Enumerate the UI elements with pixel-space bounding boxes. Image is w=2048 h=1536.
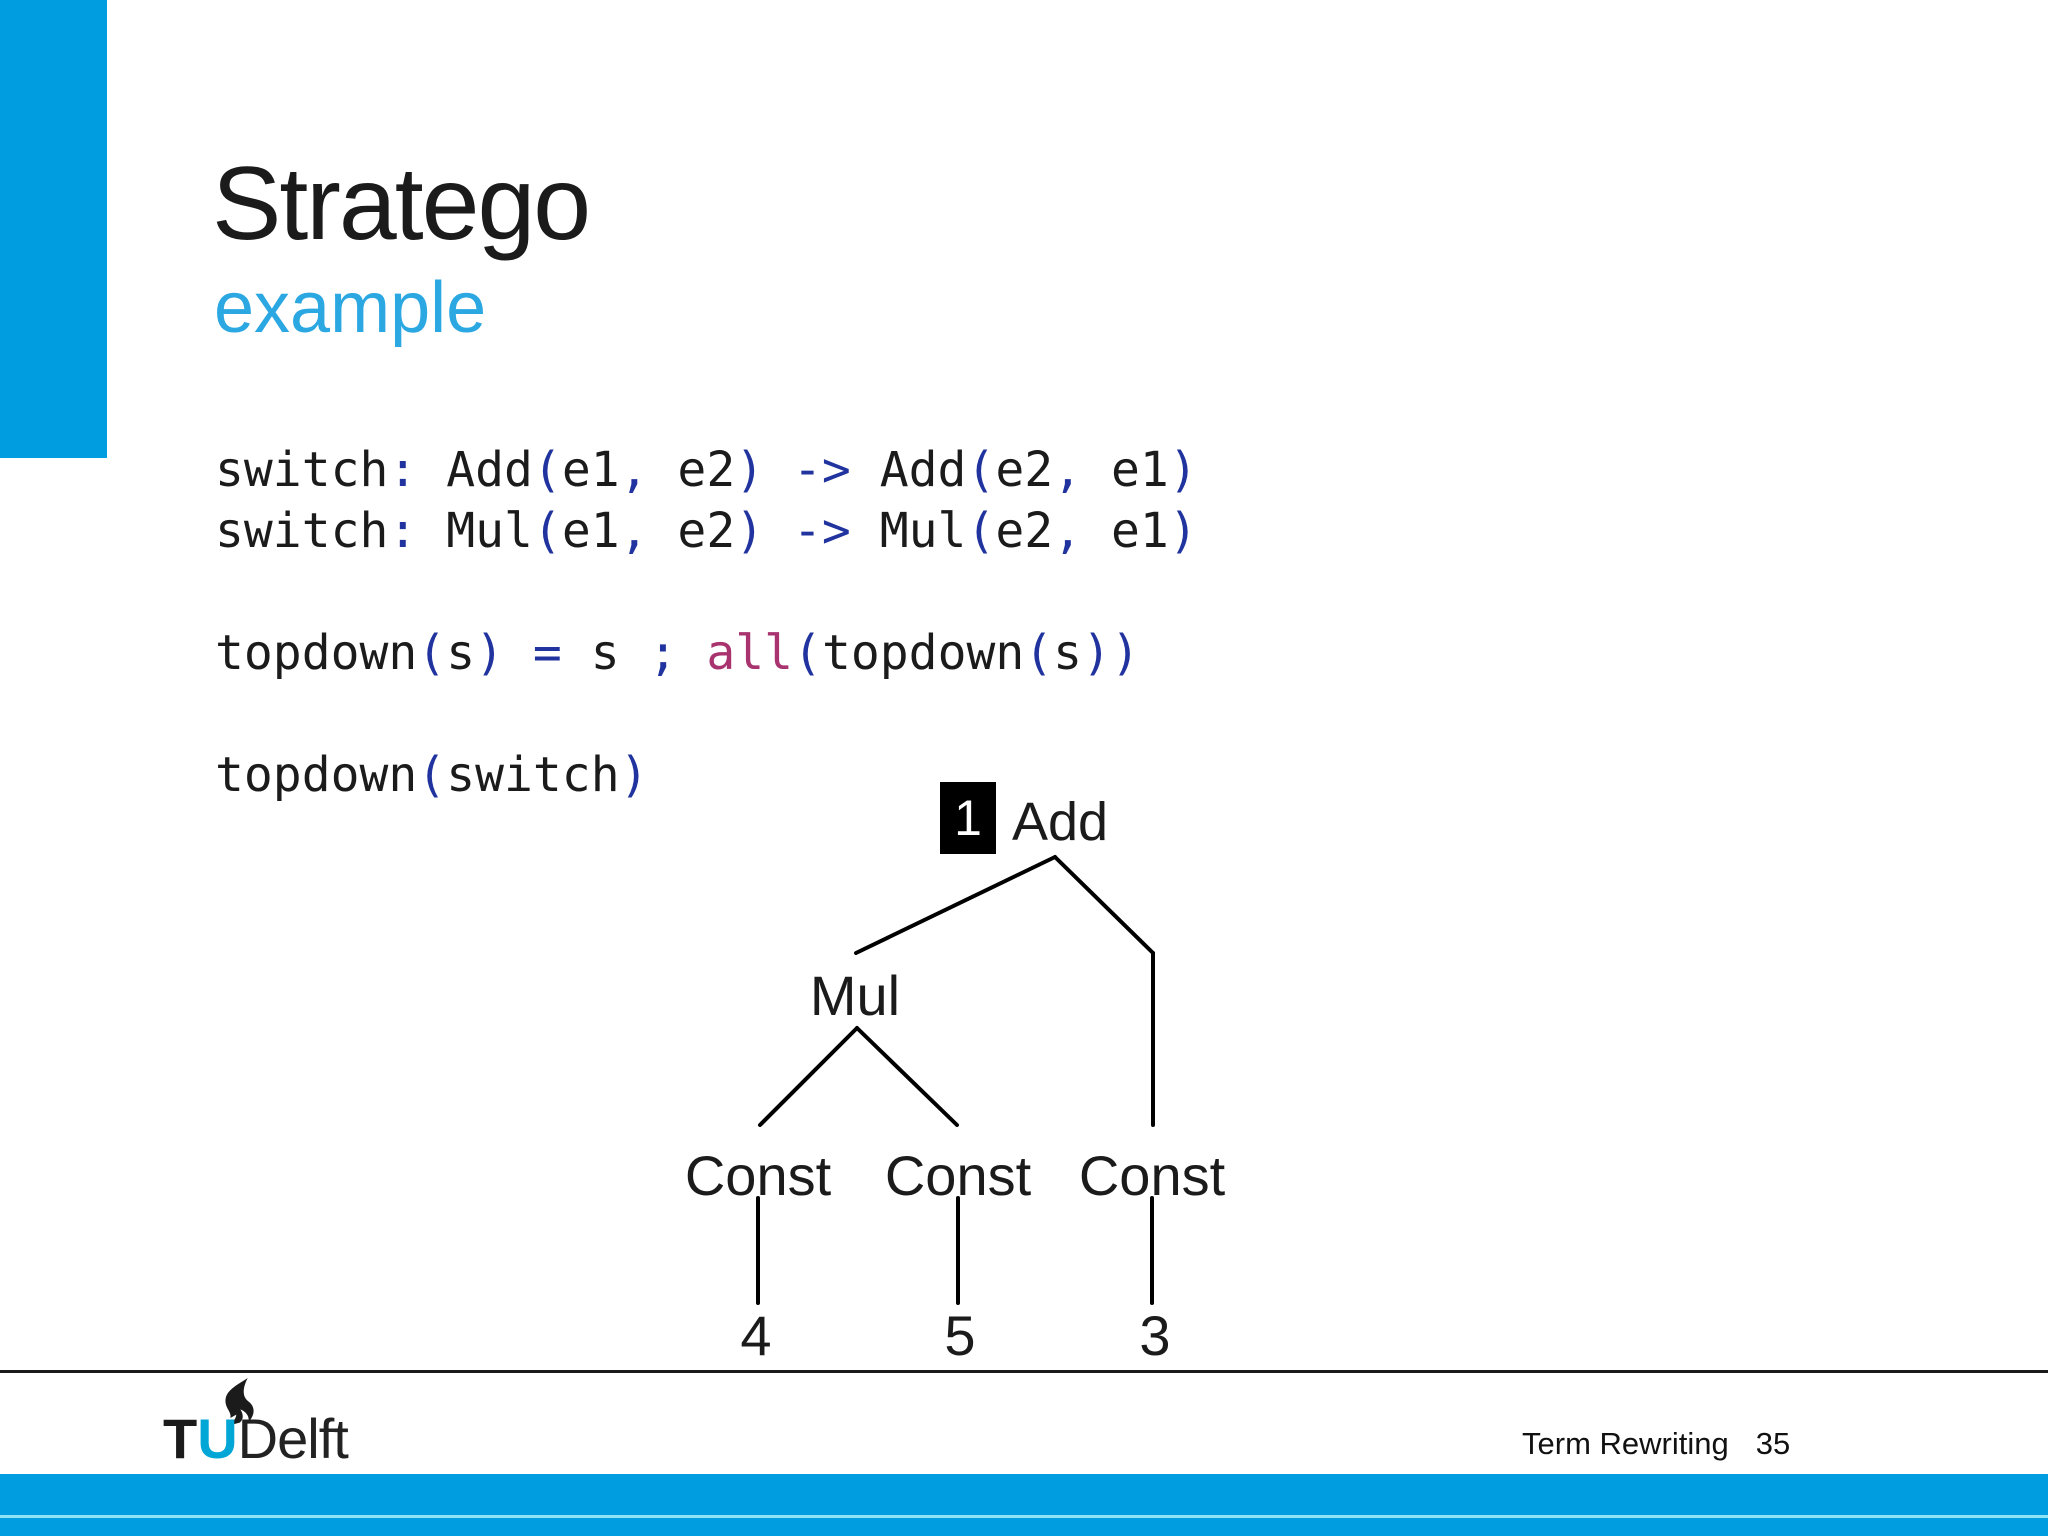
tree-leaf-value-1: 4 bbox=[740, 1304, 772, 1367]
code-token: switch bbox=[215, 442, 389, 498]
code-token: switch bbox=[446, 747, 620, 803]
code-token: ) bbox=[1168, 503, 1198, 559]
code-token: topdown bbox=[215, 747, 418, 803]
code-token: ) bbox=[735, 503, 765, 559]
code-token: , bbox=[1053, 503, 1083, 559]
code-token: = bbox=[532, 625, 562, 681]
code-token bbox=[649, 503, 678, 559]
edge-mul-const2 bbox=[855, 1026, 959, 1127]
code-token bbox=[417, 503, 446, 559]
code-line: switch: Add(e1, e2) -> Add(e2, e1) bbox=[215, 440, 1198, 501]
code-token: ) bbox=[619, 747, 649, 803]
code-token: topdown bbox=[821, 625, 1025, 681]
code-token: ) bbox=[1168, 442, 1198, 498]
code-token: , bbox=[619, 442, 649, 498]
code-token bbox=[764, 442, 793, 498]
code-token: all bbox=[706, 625, 794, 681]
code-token bbox=[764, 503, 793, 559]
code-token: ( bbox=[417, 625, 447, 681]
code-token: ( bbox=[966, 442, 996, 498]
code-token: ) bbox=[735, 442, 765, 498]
logo-letter-u: U bbox=[197, 1407, 238, 1470]
logo-letter-t: T bbox=[163, 1407, 198, 1470]
code-token: Add bbox=[879, 442, 967, 498]
flame-icon bbox=[225, 1378, 254, 1426]
accent-bar-bottom bbox=[0, 1474, 2048, 1536]
code-token: , bbox=[1053, 442, 1083, 498]
code-token: e1 bbox=[1110, 442, 1169, 498]
tree-node-const-1: Const bbox=[684, 1144, 832, 1207]
slide-subtitle: example bbox=[214, 268, 487, 348]
tu-delft-logo: TUDelft bbox=[163, 1378, 423, 1467]
code-token bbox=[851, 442, 880, 498]
tree-node-mul: Mul bbox=[809, 964, 901, 1027]
code-token: e2 bbox=[995, 442, 1054, 498]
accent-bar-left bbox=[0, 0, 107, 458]
tree-node-add: Add bbox=[1012, 792, 1109, 852]
code-token bbox=[504, 625, 533, 681]
code-token bbox=[677, 625, 706, 681]
code-token: topdown bbox=[215, 625, 418, 681]
code-token: s bbox=[446, 625, 476, 681]
code-token: ( bbox=[532, 503, 562, 559]
code-token: ; bbox=[648, 625, 678, 681]
code-token: e2 bbox=[677, 442, 736, 498]
tree-node-const-2: Const bbox=[884, 1144, 1032, 1207]
code-line: topdown(switch) bbox=[215, 745, 1198, 806]
code-token: ( bbox=[417, 747, 447, 803]
code-token: ( bbox=[793, 625, 822, 681]
tree-leaf-value-3: 3 bbox=[1139, 1304, 1171, 1367]
code-token: ) bbox=[475, 625, 505, 681]
code-token: Add bbox=[446, 442, 533, 498]
slide-title: Stratego bbox=[212, 146, 591, 262]
code-token: ( bbox=[1024, 625, 1054, 681]
code-line: switch: Mul(e1, e2) -> Mul(e2, e1) bbox=[215, 501, 1198, 562]
code-line bbox=[215, 562, 1198, 623]
code-token: ( bbox=[532, 442, 562, 498]
footer-divider bbox=[0, 1370, 2048, 1373]
code-token bbox=[417, 442, 446, 498]
code-token: e2 bbox=[995, 503, 1054, 559]
code-token: e1 bbox=[1110, 503, 1169, 559]
code-token: s bbox=[1053, 625, 1083, 681]
code-token: : bbox=[388, 442, 418, 498]
code-token: )) bbox=[1082, 625, 1140, 681]
code-token: e1 bbox=[561, 503, 620, 559]
code-token: Mul bbox=[879, 503, 967, 559]
code-token bbox=[649, 442, 678, 498]
tree-leaf-value-2: 5 bbox=[944, 1304, 976, 1367]
code-token: , bbox=[619, 503, 649, 559]
code-token: e1 bbox=[561, 442, 620, 498]
code-token: ( bbox=[966, 503, 996, 559]
code-token: s bbox=[590, 625, 620, 681]
code-line bbox=[215, 684, 1198, 745]
code-token: : bbox=[388, 503, 418, 559]
logo-word-delft: Delft bbox=[237, 1407, 349, 1470]
code-token bbox=[851, 503, 880, 559]
tree-node-const-3: Const bbox=[1078, 1144, 1226, 1207]
step-marker-badge: 1 bbox=[940, 782, 996, 854]
code-token bbox=[562, 625, 591, 681]
code-line: topdown(s) = s ; all(topdown(s)) bbox=[215, 623, 1198, 684]
code-token: switch bbox=[215, 503, 389, 559]
code-token: e2 bbox=[677, 503, 736, 559]
edge-add-mul bbox=[854, 855, 1057, 955]
footer-meta: Term Rewriting 35 bbox=[1522, 1426, 1790, 1462]
bottom-bar-light-line bbox=[0, 1515, 2048, 1518]
code-token: -> bbox=[793, 503, 851, 559]
edge-add-const3-diagonal bbox=[1053, 855, 1155, 955]
code-token bbox=[1082, 442, 1111, 498]
page-number: 35 bbox=[1755, 1426, 1791, 1461]
code-token bbox=[1082, 503, 1111, 559]
code-token: Mul bbox=[446, 503, 533, 559]
code-block: switch: Add(e1, e2) -> Add(e2, e1)switch… bbox=[215, 440, 1198, 806]
course-name: Term Rewriting bbox=[1522, 1426, 1729, 1461]
code-token bbox=[620, 625, 649, 681]
edge-mul-const1 bbox=[758, 1026, 859, 1127]
code-token: -> bbox=[793, 442, 851, 498]
logo-wordmark: TUDelft bbox=[163, 1411, 349, 1467]
